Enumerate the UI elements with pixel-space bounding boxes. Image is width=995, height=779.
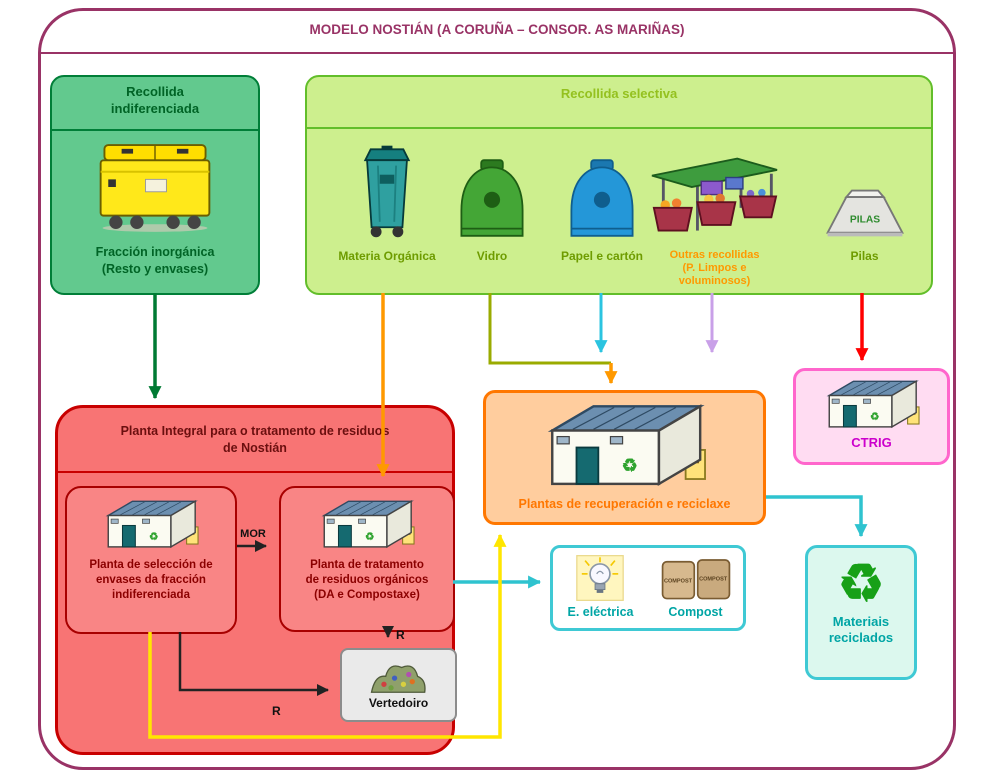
factory-icon (540, 399, 710, 496)
compost-bag-text: COMPOST (663, 578, 692, 584)
box-ctrig: CTRIG (793, 368, 950, 465)
planta-tratamento-label: Planta de tratamento de residuos orgánic… (305, 559, 429, 601)
box-materiais-reciclados: ♻ Materiais reciclados (805, 545, 917, 680)
electrica-label: E. eléctrica (567, 605, 634, 619)
recollida-indiferenciada-title: Recollida indiferenciada (52, 77, 258, 131)
item-label: Vidro (476, 249, 508, 263)
box-vertedoiro: Vertedoiro (340, 648, 457, 722)
ctrig-label: CTRIG (851, 435, 892, 450)
selectiva-item-vidro: Vidro (442, 135, 542, 263)
materiais-label: Materiais reciclados (828, 614, 894, 646)
compost-bags-icon: COMPOST COMPOST (661, 559, 730, 600)
factory-icon (822, 377, 922, 434)
item-label: Pilas (850, 249, 879, 263)
fraccion-inorganica-label: Fracción inorgánica (Resto y envases) (95, 245, 215, 276)
item-label: Outras recollidas (P. Limpos e voluminos… (669, 249, 760, 288)
diagram-title: MODELO NOSTIÁN (A CORUÑA – CONSOR. AS MA… (309, 22, 685, 37)
box-recollida-selectiva: Recollida selectiva Materia Orgánica (305, 75, 933, 295)
factory-icon (317, 497, 417, 554)
trash-pile-icon (370, 665, 426, 693)
vertedoiro-label: Vertedoiro (368, 696, 429, 710)
title-divider (41, 52, 953, 54)
item-label: Papel e cartón (560, 249, 644, 263)
paper-igloo-icon (566, 135, 638, 241)
punto-limpio-icon (647, 135, 782, 241)
planta-seleccion-label: Planta de selección de envases da fracci… (89, 559, 213, 601)
item-label: Materia Orgánica (338, 249, 436, 263)
selectiva-item-papel: Papel e cartón (552, 135, 652, 263)
pilas-container-icon: PILAS (822, 135, 908, 241)
recycle-symbol-icon: ♻ (837, 555, 885, 613)
organic-bin-icon (358, 135, 416, 241)
compost-label: Compost (668, 605, 723, 619)
diagram-frame (38, 8, 956, 770)
selectiva-item-outras: Outras recollidas (P. Limpos e voluminos… (637, 135, 792, 289)
factory-icon (101, 497, 201, 554)
yellow-container-icon (52, 131, 258, 235)
glass-igloo-icon (456, 135, 528, 241)
compost-column: COMPOST COMPOST Compost (657, 554, 735, 619)
box-planta-seleccion: Planta de selección de envases da fracci… (65, 486, 237, 634)
recuperacion-label: Plantas de recuperación e reciclaxe (518, 497, 731, 511)
compost-bag-text: COMPOST (699, 577, 728, 583)
box-planta-integral: Planta Integral para o tratamento de res… (55, 405, 457, 755)
planta-integral-title: Planta Integral para o tratamento de res… (58, 408, 452, 473)
pilas-container-text: PILAS (849, 214, 879, 225)
selectiva-item-pilas: PILAS Pilas (802, 135, 927, 263)
r-label-2: R (272, 704, 281, 718)
box-energia-compost: E. eléctrica COMPOST COMPOST Compost (550, 545, 746, 631)
lightbulb-icon (576, 555, 625, 601)
mor-label: MOR (240, 528, 266, 540)
selectiva-item-materia-organica: Materia Orgánica (327, 135, 447, 263)
box-recollida-indiferenciada: Recollida indiferenciada Fracción inorgá… (50, 75, 260, 295)
r-label-1: R (396, 628, 405, 642)
recollida-selectiva-title: Recollida selectiva (307, 77, 931, 129)
box-recuperacion: Plantas de recuperación e reciclaxe (483, 390, 766, 525)
energia-column: E. eléctrica (567, 554, 634, 619)
box-planta-tratamento: Planta de tratamento de residuos orgánic… (279, 486, 455, 632)
